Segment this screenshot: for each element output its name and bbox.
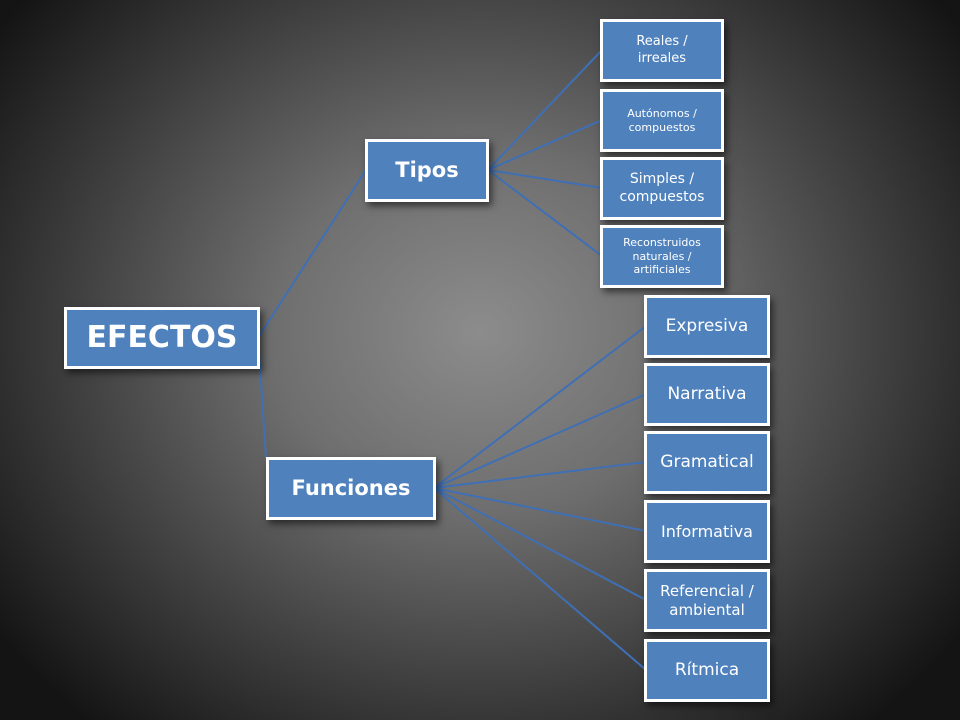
leaf-node-autonomos-compuestos: Autónomos / compuestos xyxy=(600,89,724,152)
leaf-label: Narrativa xyxy=(667,383,747,404)
leaf-label: Simples / compuestos xyxy=(619,171,705,205)
branch-node-tipos: Tipos xyxy=(365,139,489,202)
leaf-node-reconstruidos: Reconstruidos naturales / artificiales xyxy=(600,225,724,288)
leaf-label: Referencial / ambiental xyxy=(660,581,754,619)
connector-root-tipos xyxy=(257,169,367,339)
leaf-label: Gramatical xyxy=(660,451,754,472)
leaf-node-reales-irreales: Reales / irreales xyxy=(600,19,724,82)
branch-label: Tipos xyxy=(395,158,459,183)
connector-funciones-ritmica xyxy=(433,487,647,671)
connector-funciones-gramatical xyxy=(433,461,647,489)
connector-tipos-autonomos xyxy=(487,119,603,171)
leaf-node-ritmica: Rítmica xyxy=(644,639,770,702)
leaf-label: Rítmica xyxy=(674,659,740,680)
leaf-node-expresiva: Expresiva xyxy=(644,295,770,358)
leaf-node-simples-compuestos: Simples / compuestos xyxy=(600,157,724,220)
connector-tipos-reales xyxy=(487,49,603,171)
connector-funciones-referencial xyxy=(433,487,647,601)
branch-node-funciones: Funciones xyxy=(266,457,436,520)
leaf-node-gramatical: Gramatical xyxy=(644,431,770,494)
connector-funciones-narrativa xyxy=(433,393,647,489)
leaf-node-referencial-ambiental: Referencial / ambiental xyxy=(644,569,770,632)
leaf-label: Informativa xyxy=(661,521,753,541)
leaf-label: Autónomos / compuestos xyxy=(627,106,697,134)
leaf-node-narrativa: Narrativa xyxy=(644,363,770,426)
leaf-label: Expresiva xyxy=(665,315,749,336)
root-label: EFECTOS xyxy=(86,320,238,356)
leaf-label: Reales / irreales xyxy=(636,34,688,66)
leaf-node-informativa: Informativa xyxy=(644,500,770,563)
connector-tipos-reconstruidos xyxy=(487,169,603,257)
leaf-label: Reconstruidos naturales / artificiales xyxy=(623,235,701,277)
root-node: EFECTOS xyxy=(64,307,260,369)
connector-tipos-simples xyxy=(487,169,603,189)
connector-funciones-expresiva xyxy=(433,325,647,489)
connector-funciones-informativa xyxy=(433,487,647,532)
branch-label: Funciones xyxy=(291,476,411,501)
